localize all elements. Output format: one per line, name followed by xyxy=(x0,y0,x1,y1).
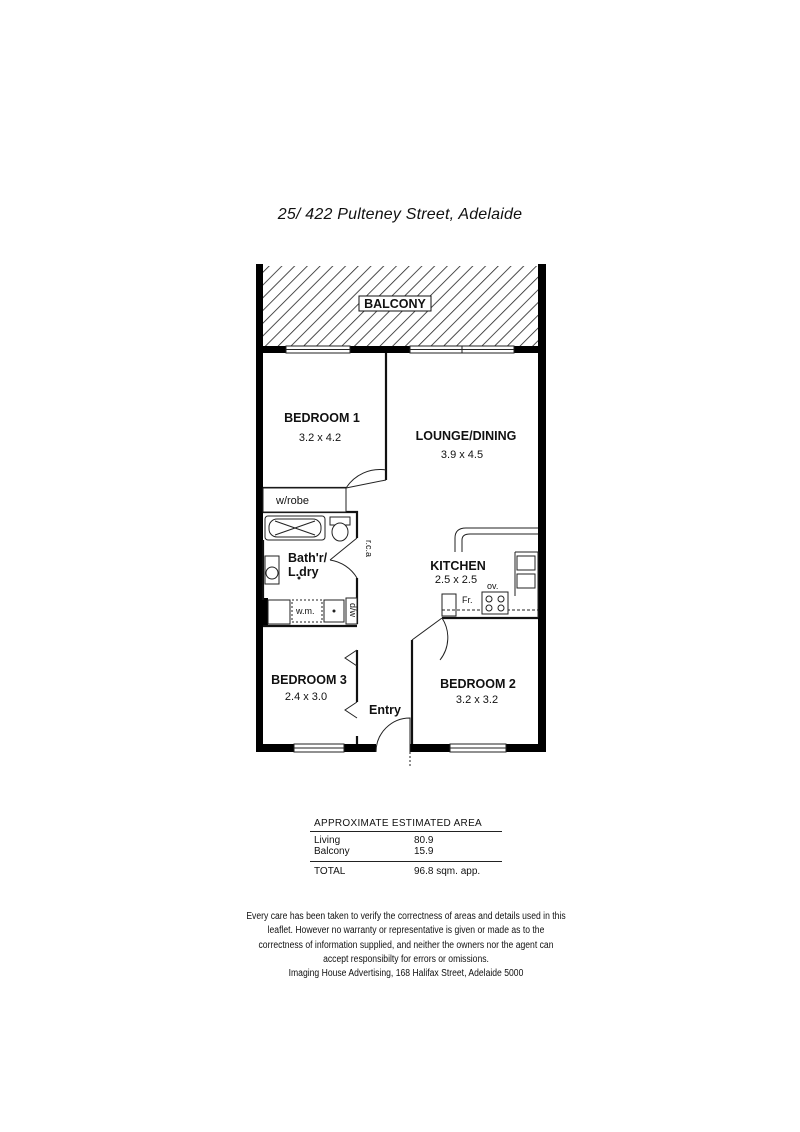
disclaimer-line: Every care has been taken to verify the … xyxy=(246,911,566,922)
area-row-label: Living xyxy=(314,835,341,846)
area-rows: Living 80.9 Balcony 15.9 xyxy=(310,832,502,862)
area-row-label: Balcony xyxy=(314,846,350,857)
bathtub xyxy=(264,515,326,541)
oven-label: ov. xyxy=(487,581,498,591)
kitchen-name: KITCHEN xyxy=(430,559,486,573)
disclaimer-line: leaflet. However no warranty or represen… xyxy=(267,925,545,937)
disclaimer-line: correctness of information supplied, and… xyxy=(258,939,554,951)
bath-label-line1: Bath'r/ xyxy=(288,551,328,565)
disclaimer: Every care has been taken to verify the … xyxy=(246,910,566,981)
bath-label-line2: L.dry xyxy=(288,565,319,579)
windows xyxy=(285,345,515,753)
entry-label: Entry xyxy=(369,703,401,717)
basin xyxy=(264,555,280,585)
lounge-name: LOUNGE/DINING xyxy=(416,429,517,443)
lounge-dim: 3.9 x 4.5 xyxy=(441,449,483,461)
area-total-label: TOTAL xyxy=(314,866,346,877)
cooktop xyxy=(481,591,509,615)
laundry-dot xyxy=(297,576,301,580)
floor-plan: BALCONY xyxy=(256,264,546,768)
washing-machine-label: w.m. xyxy=(295,606,315,616)
area-row-value: 80.9 xyxy=(414,835,434,846)
bedroom2-name: BEDROOM 2 xyxy=(440,677,516,691)
property-address-title: 25/ 422 Pulteney Street, Adelaide xyxy=(277,206,523,223)
wardrobe xyxy=(262,487,347,513)
bedroom2-dim: 3.2 x 3.2 xyxy=(456,694,498,706)
kitchen-dim: 2.5 x 2.5 xyxy=(435,574,477,586)
toilet xyxy=(329,516,351,542)
dishwasher-label: d/w xyxy=(348,603,358,618)
door-swings xyxy=(329,469,449,753)
area-total-value: 96.8 sqm. app. xyxy=(414,866,481,877)
area-total-row: TOTAL 96.8 sqm. app. xyxy=(310,862,502,877)
area-table: APPROXIMATE ESTIMATED AREA Living 80.9 B… xyxy=(310,818,502,877)
disclaimer-line: accept responsibilty for errors or omiss… xyxy=(323,953,489,965)
fridge-label: Fr. xyxy=(462,595,473,605)
area-heading: APPROXIMATE ESTIMATED AREA xyxy=(310,818,502,832)
balcony-label: BALCONY xyxy=(364,297,426,311)
area-row: Balcony 15.9 xyxy=(310,846,502,857)
area-row-value: 15.9 xyxy=(414,846,434,857)
bedroom3-dim: 2.4 x 3.0 xyxy=(285,691,327,703)
disclaimer-line: Imaging House Advertising, 168 Halifax S… xyxy=(288,968,524,980)
balcony-label-box xyxy=(358,295,432,312)
laundry-trough-drain xyxy=(332,609,336,613)
wardrobe-label: w/robe xyxy=(275,495,309,507)
bedroom3-name: BEDROOM 3 xyxy=(271,673,347,687)
rca-label: r.c.a xyxy=(364,540,374,557)
bedroom1-name: BEDROOM 1 xyxy=(284,411,360,425)
outer-walls xyxy=(256,264,546,752)
area-row: Living 80.9 xyxy=(310,835,502,846)
bedroom1-dim: 3.2 x 4.2 xyxy=(299,432,341,444)
